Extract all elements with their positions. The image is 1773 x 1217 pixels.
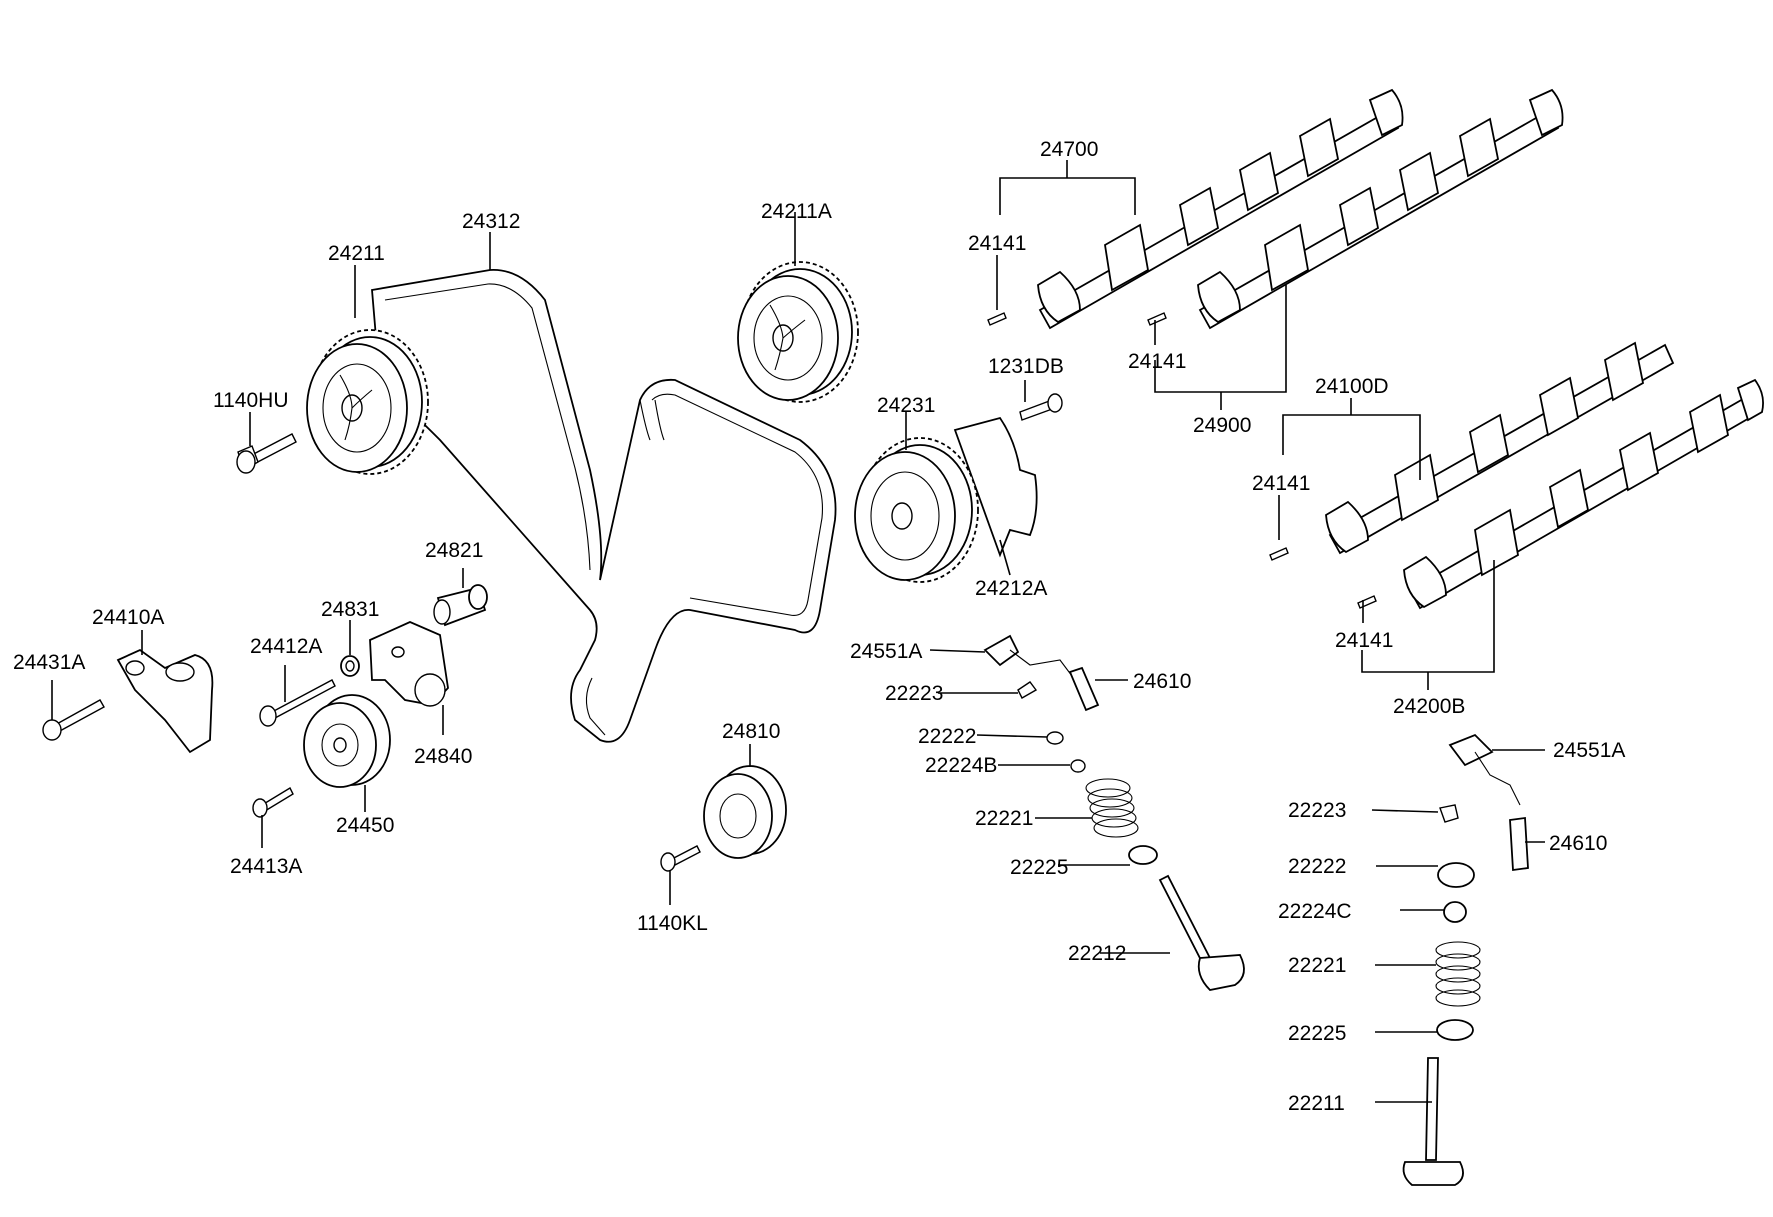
label-24141-c: 24141 [1252,472,1310,495]
pin-24141 [987,312,1377,609]
label-24141-d: 24141 [1335,629,1393,652]
label-22222-right: 22222 [1288,855,1346,878]
sprocket-24211 [306,329,429,475]
label-1231DB: 1231DB [988,355,1064,378]
label-24211A: 24211A [761,200,832,223]
bolt-24412A [259,679,336,727]
timing-belt [371,269,837,743]
valve-train-right [1402,733,1529,1186]
label-24141-b: 24141 [1128,350,1186,373]
part-labels: 24312 24211 24211A 1140HU 1231DB 24231 2… [13,138,1625,1115]
label-22223-right: 22223 [1288,799,1346,822]
valve-train-left [983,634,1245,991]
pulley-24450 [303,694,391,788]
label-24413A: 24413A [230,855,302,878]
label-22221-right: 22221 [1288,954,1346,977]
label-22224B: 22224B [925,754,997,777]
bushing-24821 [433,584,488,627]
label-24312: 24312 [462,210,520,233]
label-22211: 22211 [1288,1092,1345,1115]
label-24412A: 24412A [250,635,322,658]
label-24821: 24821 [425,539,483,562]
label-24810: 24810 [722,720,780,743]
label-24431A: 24431A [13,651,85,674]
camshaft-24200B [1403,378,1764,610]
bolt-24413A [252,787,294,818]
label-22225-left: 22225 [1010,856,1068,879]
camshaft-sprocket-24231 [854,416,1038,583]
label-24840: 24840 [414,745,472,768]
label-24141-a: 24141 [968,232,1026,255]
label-24200B: 24200B [1393,695,1465,718]
leader-lines [51,160,1545,1103]
bolt-1231DB [1019,393,1063,421]
nut-24831 [340,655,360,677]
label-22225-right: 22225 [1288,1022,1346,1045]
label-22222-left: 22222 [918,725,976,748]
label-22223-left: 22223 [885,682,943,705]
label-24610-right: 24610 [1549,832,1607,855]
label-24100D: 24100D [1315,375,1389,398]
label-24211: 24211 [328,242,385,265]
tensioner-24410A [116,648,214,754]
label-1140HU: 1140HU [213,389,289,412]
label-24831: 24831 [321,598,379,621]
label-24231: 24231 [877,394,935,417]
idler-24810 [703,765,787,859]
label-22224C: 22224C [1278,900,1352,923]
label-22221-left: 22221 [975,807,1033,830]
label-24450: 24450 [336,814,394,837]
label-24610-left: 24610 [1133,670,1191,693]
label-24410A: 24410A [92,606,164,629]
label-24551A-left: 24551A [850,640,922,663]
label-24900: 24900 [1193,414,1251,437]
sprocket-24211A [737,261,859,403]
label-1140KL: 1140KL [637,912,708,935]
label-24551A-right: 24551A [1553,739,1625,762]
camshaft-24900 [1197,88,1564,330]
camshaft-24700 [1037,88,1404,330]
bracket-24840 [369,621,449,707]
bolt-1140KL [660,845,701,872]
label-22212: 22212 [1068,942,1126,965]
label-24700: 24700 [1040,138,1098,161]
label-24212A: 24212A [975,577,1047,600]
camshaft-24100D [1325,341,1675,555]
bolt-1140HU [236,433,297,474]
